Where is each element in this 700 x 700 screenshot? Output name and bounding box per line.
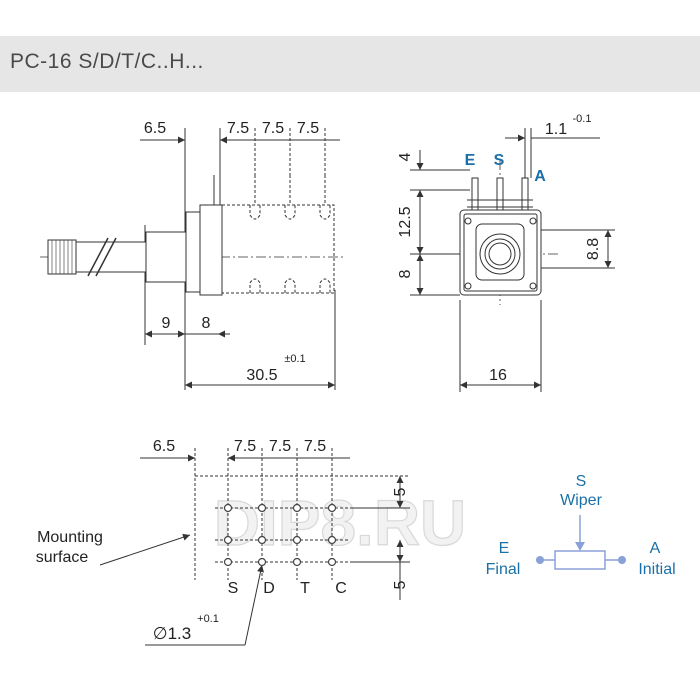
terminal-e-label: E [465,152,476,169]
schematic-wiper-label: Wiper [560,492,602,509]
watermark-text: DIP8.RU [214,487,467,559]
dim-side-top-2: 7.5 [227,120,249,137]
footprint-holes [223,503,337,567]
dim-front-left-2: 12.5 [397,206,414,237]
dim-front-left-1: 4 [397,152,414,161]
dim-foot-top-4: 7.5 [304,438,326,455]
title-bar [0,36,700,92]
footprint-labels: 6.5 7.5 7.5 7.5 5 5 S D T C Mounting sur… [36,438,409,643]
dim-side-top-4: 7.5 [297,120,319,137]
terminal-s-label: S [494,152,505,169]
dim-front-bottom: 16 [489,367,507,384]
node-e [536,556,544,564]
dim-side-bottom-2: 8 [202,315,211,332]
hole-diameter: ∅1.3 [153,624,191,643]
pin-label-t: T [300,580,310,597]
mounting-label-line2: surface [36,549,89,566]
dim-foot-right-2: 5 [392,580,409,589]
schematic-final-label: Final [486,561,521,578]
dim-foot-top-2: 7.5 [234,438,256,455]
mounting-label-line1: Mounting [37,529,103,546]
dim-foot-top-1: 6.5 [153,438,175,455]
side-view [40,128,345,390]
schematic-a-label: A [650,540,661,557]
terminal-a-label: A [534,168,546,185]
dim-front-right: 8.8 [585,238,602,260]
pin-label-d: D [263,580,275,597]
side-view-labels: 6.5 7.5 7.5 7.5 9 8 30.5 ±0.1 [144,120,319,384]
dim-side-top-1: 6.5 [144,120,166,137]
schematic-initial-label: Initial [638,561,675,578]
hole-tolerance: +0.1 [197,613,219,625]
front-view [410,128,615,392]
dim-front-left-3: 8 [397,269,414,278]
front-view-labels: 4 12.5 8 8.8 16 1.1 -0.1 E S A [397,113,602,384]
schematic-labels: S Wiper E Final A Initial [486,473,676,578]
dim-side-total-tol: ±0.1 [284,353,305,365]
schematic [536,515,626,570]
dim-foot-top-3: 7.5 [269,438,291,455]
node-a [618,556,626,564]
dim-side-top-3: 7.5 [262,120,284,137]
dim-front-top-tol: -0.1 [573,113,592,125]
dim-front-top: 1.1 [545,121,567,138]
pin-label-s: S [228,580,239,597]
pin-label-c: C [335,580,347,597]
page-title: PC-16 S/D/T/C..H... [10,50,204,73]
dim-side-bottom-1: 9 [162,315,171,332]
schematic-s-label: S [576,473,587,490]
schematic-e-label: E [499,540,510,557]
dim-foot-right-1: 5 [392,487,409,496]
dim-side-total: 30.5 [246,367,277,384]
